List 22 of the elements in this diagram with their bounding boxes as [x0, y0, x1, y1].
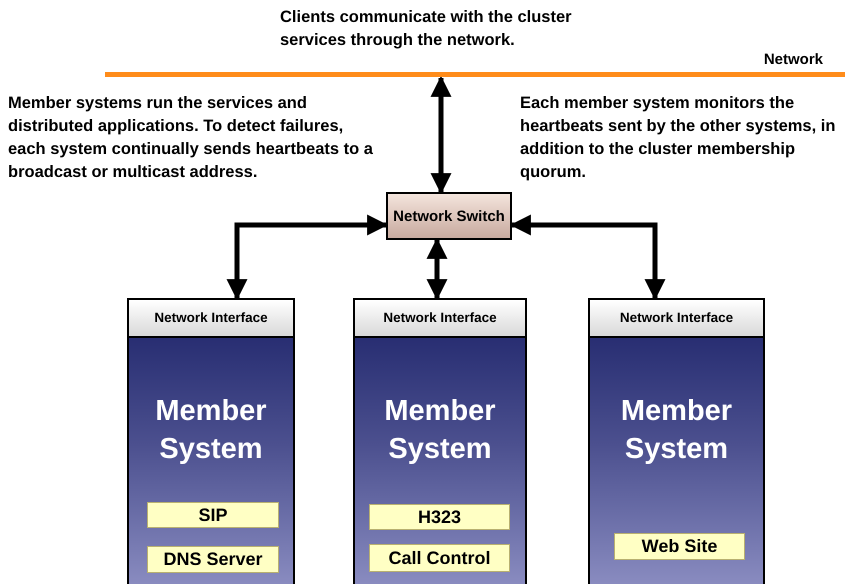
- note-text: Member systems run the services and distributed applications. To detect failures, each system continually sends heartbeats to a broadcast or multicast address.: [8, 93, 374, 183]
- interface-header: Network Interface: [129, 300, 293, 338]
- interface-header: Network Interface: [590, 300, 763, 338]
- double-arrow: [426, 238, 448, 300]
- service-box: Web Site: [614, 533, 745, 560]
- switch-box: Network Switch: [386, 192, 512, 240]
- member-system-box: [588, 298, 765, 584]
- member-system-box: [127, 298, 295, 584]
- service-box: DNS Server: [147, 546, 279, 573]
- double-arrow: [226, 214, 388, 300]
- interface-header: Network Interface: [355, 300, 525, 338]
- double-arrow: [430, 76, 452, 194]
- service-box: H323: [369, 504, 510, 530]
- system-title: Member System: [383, 394, 497, 467]
- service-box: SIP: [147, 502, 279, 528]
- note-text: Clients communicate with the cluster services through the network.: [280, 7, 573, 51]
- system-title: Member System: [154, 394, 268, 467]
- service-box: Call Control: [369, 544, 510, 572]
- system-title: Member System: [620, 394, 734, 467]
- member-system-box: [353, 298, 527, 584]
- note-text: Each member system monitors the heartbeats sent by the other systems, in addition to the cluster membership quorum.: [520, 93, 836, 183]
- network-label: Network: [764, 50, 823, 70]
